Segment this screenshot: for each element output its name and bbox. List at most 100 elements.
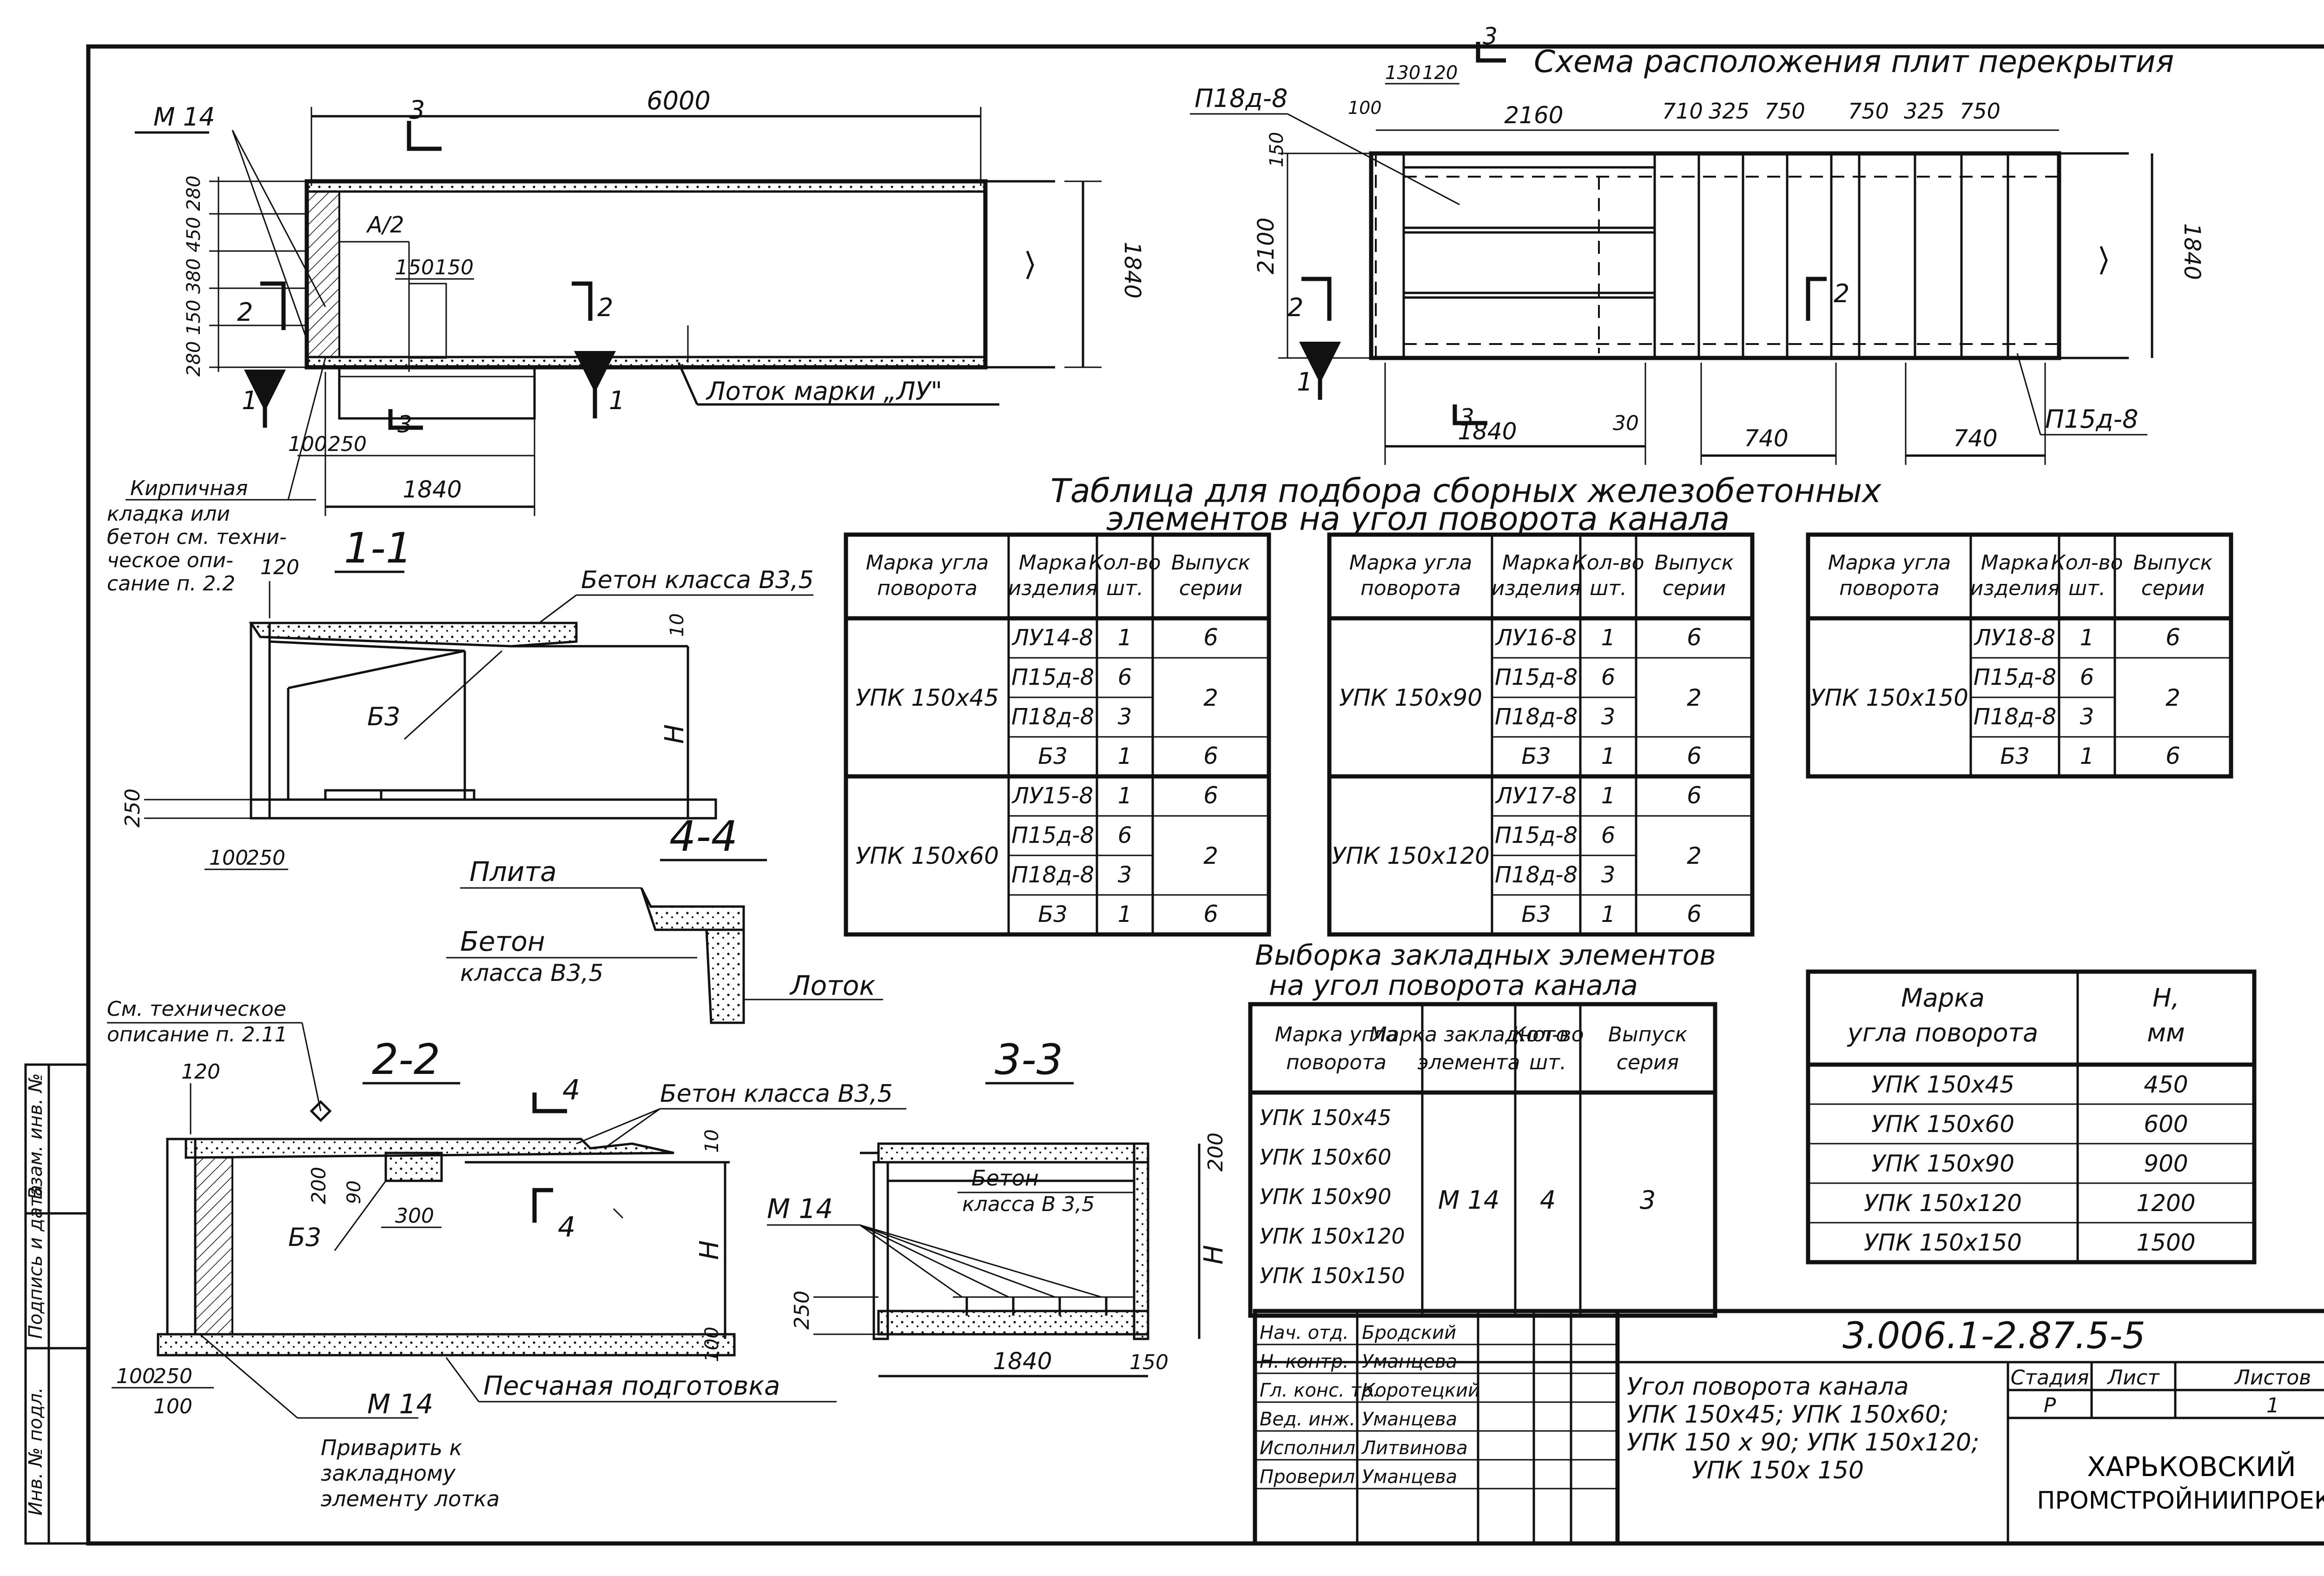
plan-right-dim-750c: 750 bbox=[1960, 99, 2000, 124]
title-block-stage-head: Стадия bbox=[2011, 1366, 2089, 1390]
table-main-cell-item: ЛУ14-8 bbox=[1011, 625, 1093, 651]
table-main-header: Марка угла bbox=[1349, 551, 1472, 575]
table-main-cell-qty: 3 bbox=[1118, 704, 1132, 730]
table-emb-header: Кол-во bbox=[1512, 1023, 1584, 1046]
table-main-header: серии bbox=[1663, 576, 1726, 600]
sec22-weld-1: Приварить к bbox=[321, 1435, 462, 1460]
table-h-cell-mark: УПК 150х120 bbox=[1864, 1190, 2022, 1217]
stamp-label-2: Подпись и дата bbox=[25, 1185, 46, 1339]
table-main-header: серии bbox=[2141, 576, 2205, 600]
plan-right-sec2: 2 bbox=[1287, 293, 1303, 322]
title-block-sheet-head: Лист bbox=[2106, 1366, 2160, 1390]
table-main-group-mark: УПК 150х90 bbox=[1339, 684, 1482, 711]
title-block-org-2: ПРОМСТРОЙНИИПРОЕКТ bbox=[2037, 1486, 2324, 1515]
table-main-cell-item: П18д-8 bbox=[1495, 704, 1578, 730]
table-main-cell-item: П18д-8 bbox=[1011, 862, 1094, 888]
table-main-cell-item: Б3 bbox=[1521, 743, 1551, 769]
sec33-1840: 1840 bbox=[993, 1348, 1052, 1375]
title-block-name: Уманцева bbox=[1362, 1409, 1457, 1430]
title-block-role: Проверил bbox=[1260, 1466, 1355, 1488]
section-2-2: См. техническое описание п. 2.11 2-2 120… bbox=[107, 997, 906, 1511]
sec22-120: 120 bbox=[181, 1060, 220, 1084]
plan-left-150b: 150 bbox=[435, 256, 474, 279]
sec11-b3: Б3 bbox=[367, 702, 400, 731]
plan-right-p15: П15д-8 bbox=[2045, 404, 2139, 434]
table-h-cell-value: 900 bbox=[2144, 1150, 2188, 1177]
table-main-header: Кол-во bbox=[1089, 551, 1161, 575]
sec11-250: 250 bbox=[121, 788, 145, 828]
sec44-tray: Лоток bbox=[789, 970, 875, 1001]
table-main-cell-series: 2 bbox=[1203, 842, 1218, 869]
table-main-cell-series: 6 bbox=[1203, 742, 1218, 769]
sec22-100b: 100 bbox=[153, 1395, 192, 1418]
section-1-1: 1-1 120 Бетон класса В3,5 10 Б3 Н 250 10… bbox=[121, 524, 814, 870]
sec44-plate: Плита bbox=[469, 856, 557, 887]
table-main-block-1 bbox=[1327, 532, 1755, 937]
table-main-cell-qty: 1 bbox=[1601, 783, 1616, 809]
table-main-cell-series: 6 bbox=[1687, 782, 1702, 809]
table-main-cell-series: 6 bbox=[2166, 742, 2180, 769]
table-main-cell-item: П18д-8 bbox=[1974, 704, 2056, 730]
table-main-block-2 bbox=[1806, 532, 2233, 779]
sec33-concrete-1: Бетон bbox=[971, 1165, 1039, 1191]
table-emb-mark: УПК 150х150 bbox=[1260, 1263, 1405, 1288]
sec33-150: 150 bbox=[1129, 1351, 1169, 1374]
sec33-200: 200 bbox=[1204, 1132, 1228, 1172]
title-block-org-1: ХАРЬКОВСКИЙ bbox=[2087, 1450, 2296, 1483]
table-main-cell-item: Б3 bbox=[2000, 743, 2029, 769]
table-main-cell-item: ЛУ17-8 bbox=[1495, 783, 1577, 809]
table-h-cell-value: 1500 bbox=[2136, 1229, 2195, 1256]
plan-left-tray-label: Лоток марки „ЛУ" bbox=[706, 377, 942, 406]
table-main-header: шт. bbox=[2068, 576, 2106, 600]
brick-note-line-4: ческое опи- bbox=[107, 549, 233, 572]
table-main-cell-series: 6 bbox=[1687, 901, 1702, 927]
title-block-stage: Р bbox=[2044, 1394, 2056, 1417]
table-main-cell-qty: 1 bbox=[1601, 625, 1616, 651]
plan-left-dims-stack: 280 150 380 450 280 bbox=[183, 175, 205, 377]
sec22-m14: М 14 bbox=[367, 1388, 433, 1420]
plan-left-1840h: 1840 bbox=[403, 476, 462, 503]
table-main-header: поворота bbox=[1360, 576, 1461, 600]
plan-right-dim-710: 710 bbox=[1662, 99, 1703, 124]
table-main-header: Марка bbox=[1981, 551, 2049, 575]
table-emb-mark: УПК 150х45 bbox=[1260, 1105, 1391, 1130]
table-h-cell-value: 450 bbox=[2144, 1071, 2188, 1098]
sec33-h: Н bbox=[1199, 1245, 1229, 1265]
table-main-cell-qty: 3 bbox=[1118, 862, 1132, 888]
table-main-header: шт. bbox=[1590, 576, 1627, 600]
sec33-250: 250 bbox=[790, 1291, 814, 1330]
table-emb-mark: УПК 150х60 bbox=[1260, 1145, 1391, 1170]
table-main-cell-series: 6 bbox=[1687, 624, 1702, 651]
table-main-header: шт. bbox=[1106, 576, 1143, 600]
title-block-role: Нач. отд. bbox=[1260, 1322, 1349, 1344]
table-emb-frame bbox=[1248, 1002, 1717, 1318]
table-main-block-0 bbox=[844, 532, 1271, 937]
plan-right-dim-325b: 325 bbox=[1904, 99, 1945, 124]
table-main-cell-item: ЛУ16-8 bbox=[1495, 625, 1577, 651]
sec33-concrete-2: класса В 3,5 bbox=[962, 1192, 1095, 1216]
table-emb-header: Марка закладного bbox=[1369, 1023, 1569, 1046]
table-main-cell-qty: 1 bbox=[1118, 625, 1132, 651]
title-block-name: Уманцева bbox=[1362, 1466, 1457, 1488]
title-block-name: Уманцева bbox=[1362, 1351, 1457, 1372]
plan-left-sec2b: 2 bbox=[597, 293, 613, 322]
table-h-frame bbox=[1806, 969, 2257, 1265]
table-main-cell-item: ЛУ18-8 bbox=[1974, 625, 2055, 651]
title-block-name: Литвинова bbox=[1361, 1437, 1468, 1459]
table-main-header: изделия bbox=[1970, 576, 2060, 600]
stamp-label-3: Взам. инв. № bbox=[25, 1073, 46, 1199]
brick-note: Кирпичная кладка или бетон см. техни- че… bbox=[107, 358, 326, 596]
plan-right-dim-325a: 325 bbox=[1709, 99, 1750, 124]
table-emb-header: Марка угла bbox=[1275, 1023, 1398, 1046]
table-main-cell-item: П15д-8 bbox=[1495, 822, 1578, 848]
table-main-cell-series: 6 bbox=[2166, 624, 2180, 651]
plan-left-250: 250 bbox=[328, 432, 367, 456]
sec33-m14: М 14 bbox=[767, 1193, 833, 1225]
table-emb-header: Выпуск bbox=[1608, 1023, 1688, 1046]
table-main-cell-item: ЛУ15-8 bbox=[1011, 783, 1093, 809]
plan-left-1840v: 1840 bbox=[1119, 242, 1145, 298]
table-main-cell-item: П18д-8 bbox=[1011, 704, 1094, 730]
plan-right-150: 150 bbox=[1266, 132, 1287, 167]
